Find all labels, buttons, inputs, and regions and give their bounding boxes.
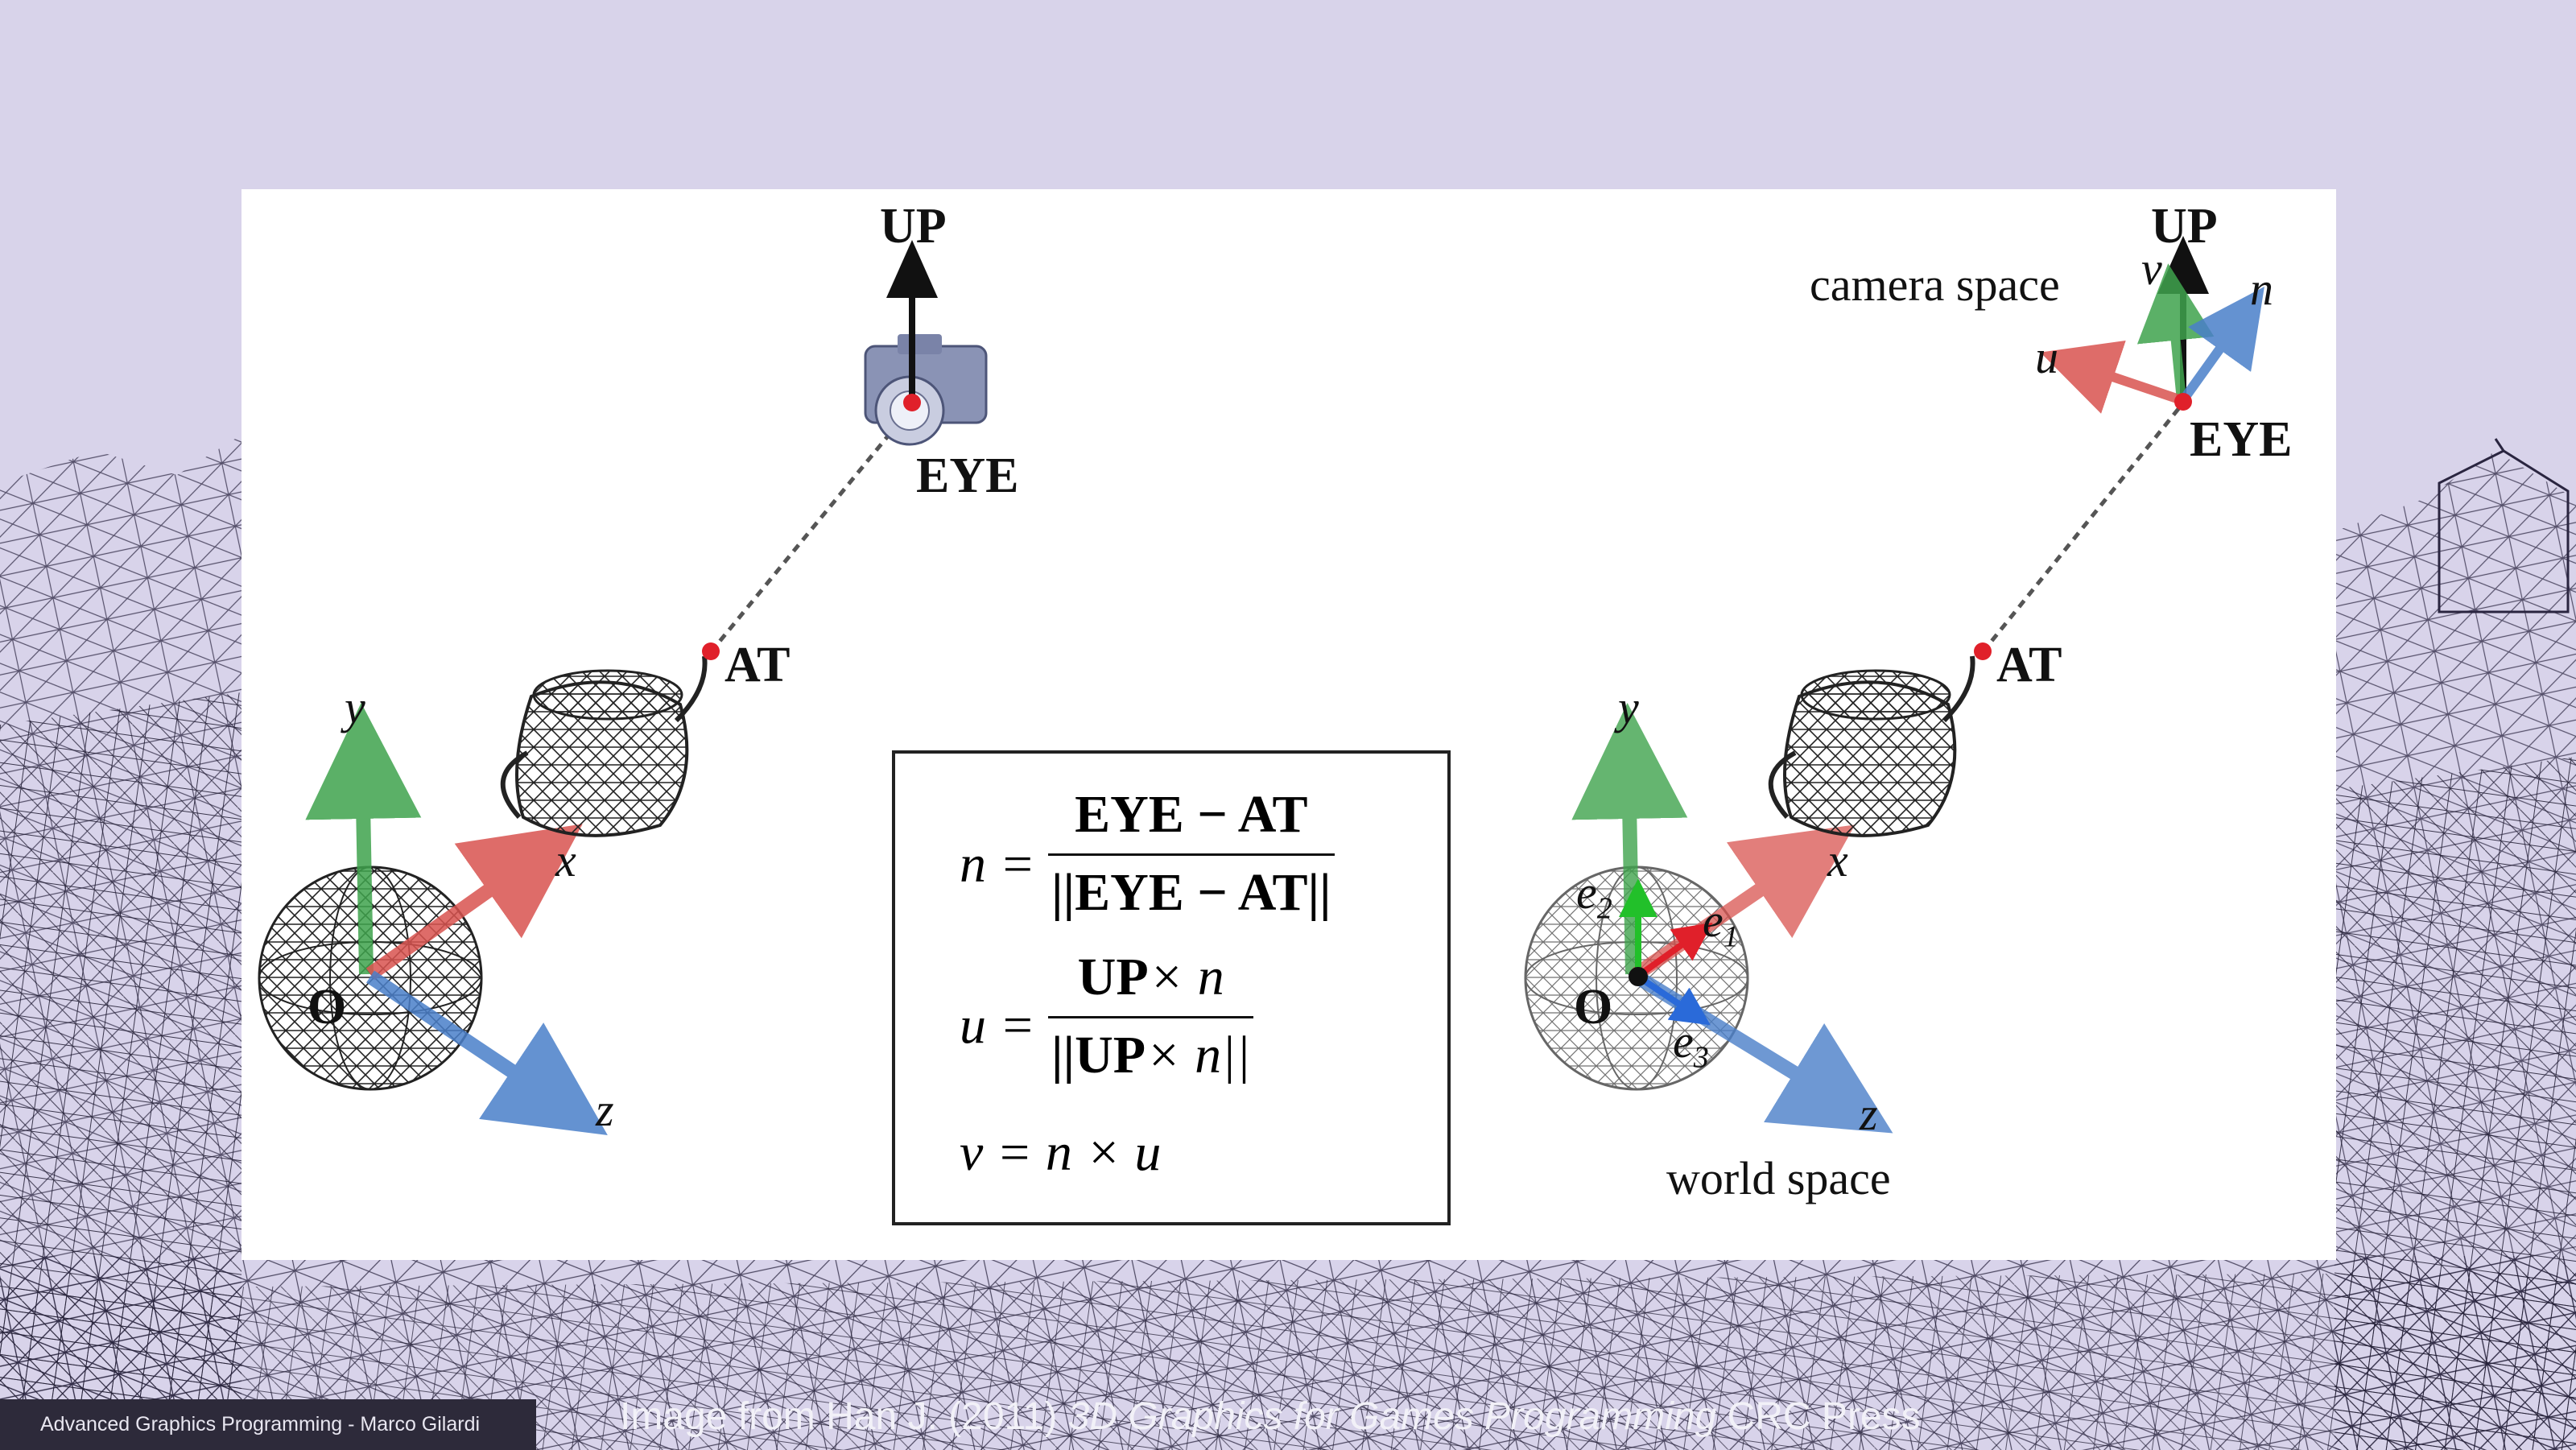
fraction-bar: [1048, 1016, 1254, 1018]
left-x-axis-label: x: [555, 834, 576, 886]
left-eye-point: [903, 394, 921, 411]
basis-e1-label: e1: [1703, 898, 1739, 952]
left-origin-label: O: [308, 980, 347, 1035]
right-y-axis-arrow: [1571, 703, 1688, 975]
cam-n-label: n: [2250, 262, 2273, 315]
basis-e3-arrow: [1638, 975, 1711, 1026]
u-formula-denominator: ||UP× n||: [1048, 1025, 1253, 1086]
left-at-point: [702, 642, 720, 660]
basis-e1-arrow: [1638, 923, 1713, 977]
fraction-bar: [1048, 853, 1335, 856]
cam-v-label: v: [2141, 242, 2162, 295]
right-eye-label: EYE: [2190, 412, 2293, 467]
cam-n-arrow: [2179, 286, 2264, 403]
left-up-label: UP: [880, 199, 947, 254]
e2-letter: e: [1576, 866, 1597, 919]
e1-subscript: 1: [1723, 919, 1739, 954]
right-eye-point: [2174, 393, 2192, 411]
diagram-graphics: [258, 236, 2264, 1135]
right-origin-point: [1629, 967, 1648, 986]
left-teapot: [500, 655, 708, 837]
right-eye-at-dashed-line: [1981, 403, 2183, 654]
left-x-axis-arrow: [365, 824, 583, 981]
world-space-label: world space: [1666, 1152, 1891, 1204]
e2-subscript: 2: [1596, 891, 1612, 926]
u-formula-fraction: UP× n ||UP× n||: [1048, 947, 1254, 1086]
u-num-rest: × n: [1148, 948, 1224, 1006]
left-eye-at-dashed-line: [709, 405, 914, 654]
left-at-label: AT: [724, 638, 791, 692]
course-footer: Advanced Graphics Programming - Marco Gi…: [0, 1399, 536, 1450]
e3-letter: e: [1673, 1015, 1694, 1068]
e3-subscript: 3: [1693, 1040, 1709, 1075]
cam-v-arrow: [2136, 263, 2215, 401]
course-title: Advanced Graphics Programming - Marco Gi…: [40, 1413, 481, 1436]
right-up-label: UP: [2151, 199, 2218, 254]
basis-e3-label: e3: [1673, 1018, 1709, 1073]
u-formula-numerator: UP× n: [1075, 947, 1228, 1008]
e1-letter: e: [1703, 894, 1724, 947]
right-origin-label: O: [1574, 980, 1613, 1035]
caption-prefix: Image from Han J. (2011): [620, 1395, 1068, 1438]
formula-box: n = EYE − AT ||EYE − AT|| u = UP× n ||UP…: [892, 750, 1451, 1225]
image-caption: Image from Han J. (2011) 3D Graphics for…: [620, 1394, 1921, 1439]
n-formula-numerator: EYE − AT: [1075, 785, 1308, 844]
cam-u-label: u: [2035, 331, 2058, 383]
caption-suffix: CRC Press: [1716, 1395, 1921, 1438]
basis-e2-label: e2: [1576, 870, 1612, 924]
left-eye-label: EYE: [916, 448, 1019, 503]
left-z-axis-arrow: [366, 970, 608, 1135]
left-camera-icon: [864, 334, 988, 446]
n-formula-denominator: ||EYE − AT||: [1051, 863, 1331, 922]
right-z-axis-label: z: [1860, 1088, 1878, 1140]
left-y-axis-arrow: [305, 703, 422, 975]
n-formula-lhs: n =: [960, 835, 1036, 894]
u-den-bold: ||UP: [1051, 1026, 1146, 1084]
u-formula-lhs: u =: [960, 996, 1036, 1055]
right-at-label: AT: [1996, 638, 2062, 692]
right-x-axis-label: x: [1827, 834, 1848, 886]
v-formula: v = n × u: [960, 1123, 1162, 1182]
right-at-point: [1974, 642, 1992, 660]
cam-u-arrow: [2040, 340, 2183, 414]
left-y-axis-label: y: [345, 681, 365, 733]
u-num-bold: UP: [1077, 948, 1149, 1006]
n-formula-fraction: EYE − AT ||EYE − AT||: [1048, 784, 1335, 923]
right-teapot: [1768, 655, 1975, 837]
camera-space-label: camera space: [1810, 258, 2060, 311]
u-den-rest: × n||: [1146, 1026, 1251, 1084]
left-z-axis-label: z: [596, 1084, 614, 1136]
diagram-panel: UP EYE AT O y x z n = EYE − AT ||EYE − A…: [242, 189, 2336, 1260]
right-y-axis-label: y: [1618, 681, 1639, 733]
caption-book-title: 3D Graphics for Games Programming: [1067, 1395, 1717, 1438]
